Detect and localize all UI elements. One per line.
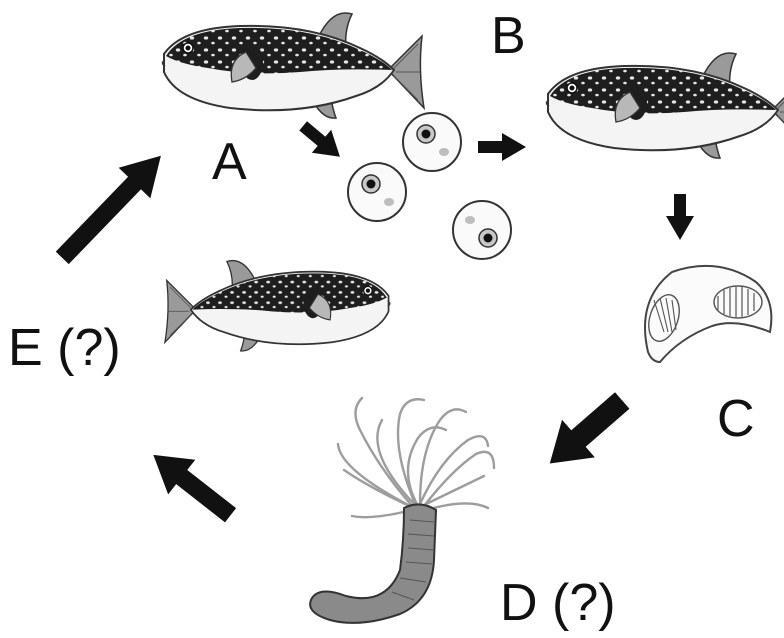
arrow-d-to-e xyxy=(140,438,244,533)
arrow-e-to-a xyxy=(46,140,176,273)
juvenile-pufferfish xyxy=(165,261,390,351)
stage-label-a: A xyxy=(212,136,247,188)
arrow-a-to-eggs xyxy=(294,114,350,168)
stage-label-e: E (?) xyxy=(8,322,121,374)
adult-pufferfish-b xyxy=(547,53,784,158)
egg-1 xyxy=(403,113,461,171)
adult-pufferfish-a xyxy=(163,13,425,118)
stage-d-polyp xyxy=(310,398,494,623)
stage-c-cyst xyxy=(643,266,771,362)
arrow-b-to-c xyxy=(666,194,694,240)
egg-2 xyxy=(348,163,406,221)
arrow-c-to-d xyxy=(533,382,638,483)
stage-label-d: D (?) xyxy=(500,577,616,629)
stage-label-c: C xyxy=(717,393,755,445)
stage-label-b: B xyxy=(491,10,526,62)
egg-3 xyxy=(453,201,511,259)
arrow-eggs-to-b xyxy=(478,133,526,161)
